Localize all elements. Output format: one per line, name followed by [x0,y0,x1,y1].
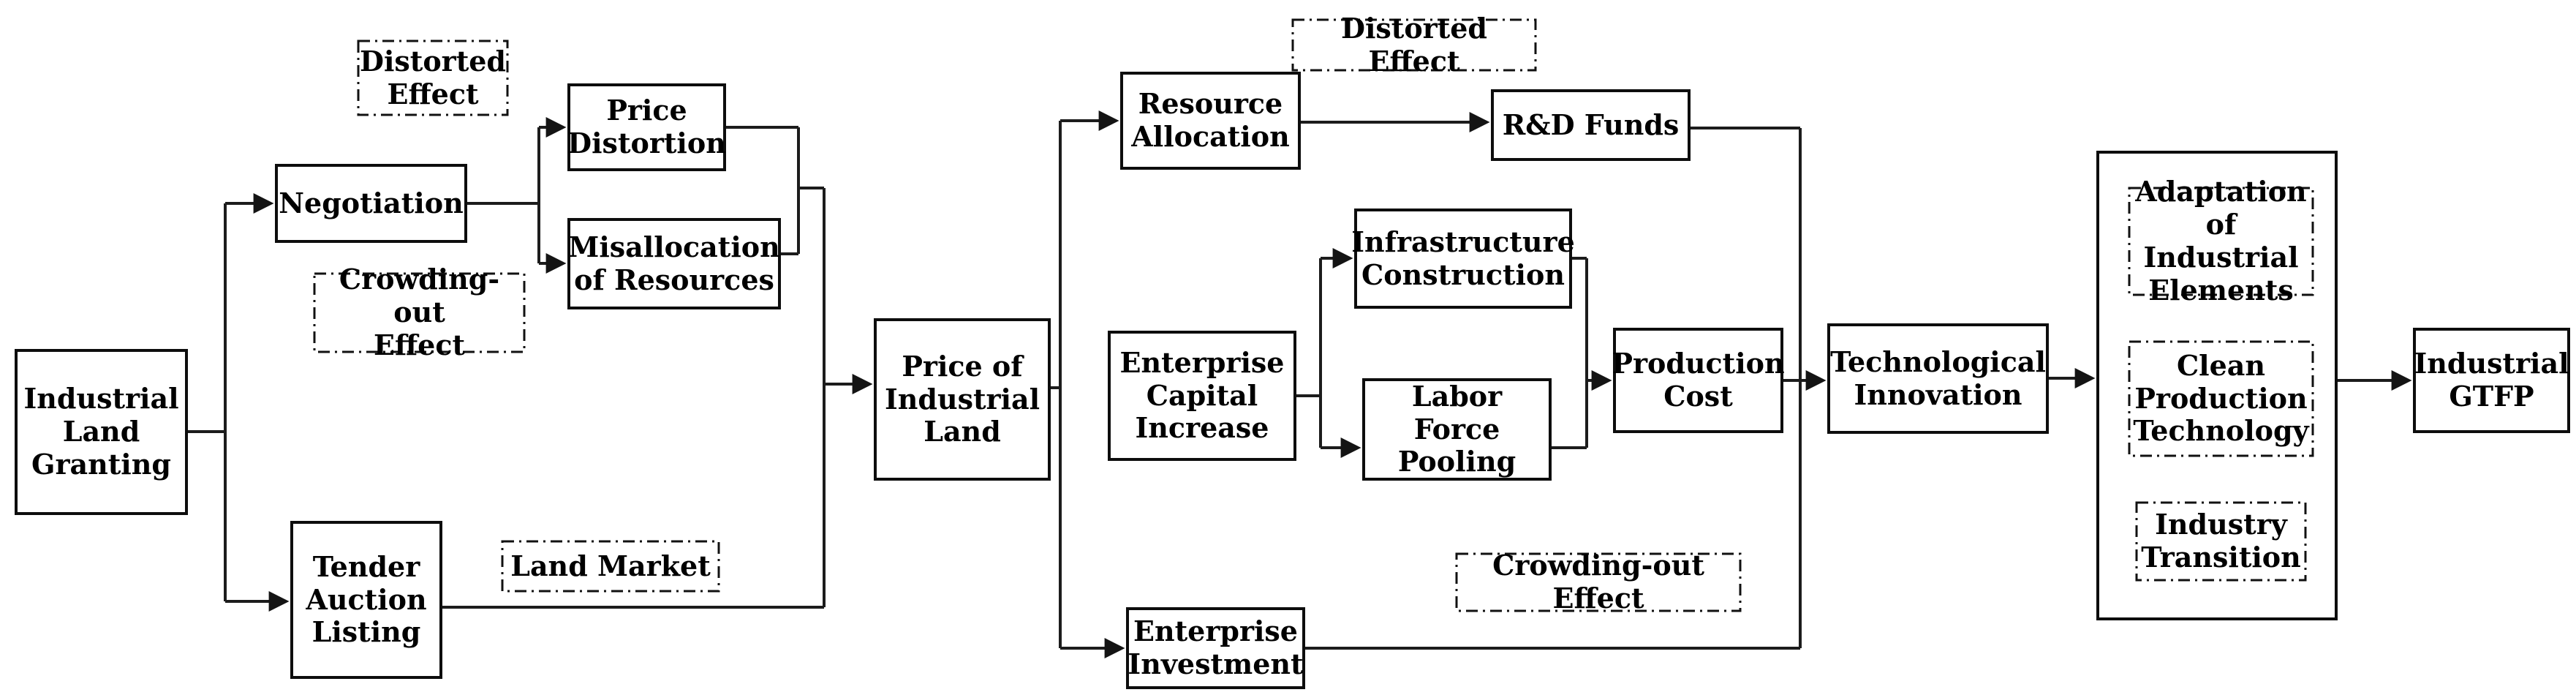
dash-dot-border [2128,340,2314,457]
node-label: Misallocation of Resources [568,230,780,296]
node-rd-funds: R&D Funds [1491,89,1691,161]
node-label: R&D Funds [1502,108,1680,141]
node-label: Infrastructure Construction [1351,225,1575,291]
node-label: Price Distortion [567,94,726,159]
node-adaptation-of-industrial-elements: Adaptation of Industrial Elements [2128,175,2314,307]
node-misallocation-of-resources: Misallocation of Resources [567,218,781,309]
node-price-of-industrial-land: Price of Industrial Land [874,318,1051,481]
effect-label-distorted-effect-mid: Distorted Effect [1291,12,1537,77]
node-negotiation: Negotiation [275,164,467,243]
node-label: Labor Force Pooling [1397,379,1516,478]
node-label: Adaptation of Industrial Elements [2135,175,2307,307]
node-production-cost: Production Cost [1612,328,1785,433]
node-label: Industrial GTFP [2414,347,2569,413]
dash-dot-border [313,272,526,353]
node-industrial-gtfp: Industrial GTFP [2413,328,2570,433]
node-industrial-land-granting: Industrial Land Granting [15,349,188,515]
dash-dot-border [1291,18,1537,72]
node-clean-production-technology: Clean Production Technology [2128,340,2314,457]
node-enterprise-capital-increase: Enterprise Capital Increase [1108,331,1296,461]
node-tender-auction-listing: Tender Auction Listing [290,521,442,679]
node-label: Negotiation [279,186,464,219]
node-label: Enterprise Capital Increase [1119,345,1285,445]
node-infrastructure-construction: Infrastructure Construction [1351,209,1575,309]
node-label: Technological Innovation [1830,345,2046,411]
industrial-transformation-container [2096,151,2338,620]
effect-label-land-market: Land Market [501,540,720,593]
effect-label-text: Distorted Effect [360,44,507,110]
node-label: Production Cost [1612,347,1785,413]
node-label: Tender Auction Listing [306,549,427,649]
node-label: Industrial Land Granting [23,382,179,481]
effect-label-crowding-out-effect-mid: Crowding-out Effect [1455,549,1742,615]
dash-dot-border [357,40,509,116]
node-industry-transition: Industry Transition [2135,501,2307,582]
dash-dot-border [2135,501,2307,582]
node-resource-allocation: Resource Allocation [1120,72,1301,170]
dash-dot-border [1455,552,1742,612]
effect-label-crowding-out-effect-left: Crowding-out Effect [313,263,526,361]
effect-label-distorted-effect-left: Distorted Effect [357,40,509,116]
effect-label-text: Distorted Effect [1340,11,1487,78]
node-label: Clean Production Technology [2133,348,2309,448]
node-labor-force-pooling: Labor Force Pooling [1362,378,1552,481]
node-label: Enterprise Investment [1128,615,1304,680]
node-technological-innovation: Technological Innovation [1827,323,2049,434]
node-enterprise-investment: Enterprise Investment [1126,607,1305,689]
effect-label-text: Land Market [510,549,711,582]
effect-label-text: Crowding-out Effect [339,263,500,361]
node-price-distortion: Price Distortion [567,83,726,171]
node-label: Industry Transition [2141,508,2301,574]
node-label: Price of Industrial Land [884,349,1040,448]
node-label: Resource Allocation [1131,87,1290,153]
dash-dot-border [501,540,720,593]
effect-label-text: Crowding-out Effect [1492,549,1704,615]
